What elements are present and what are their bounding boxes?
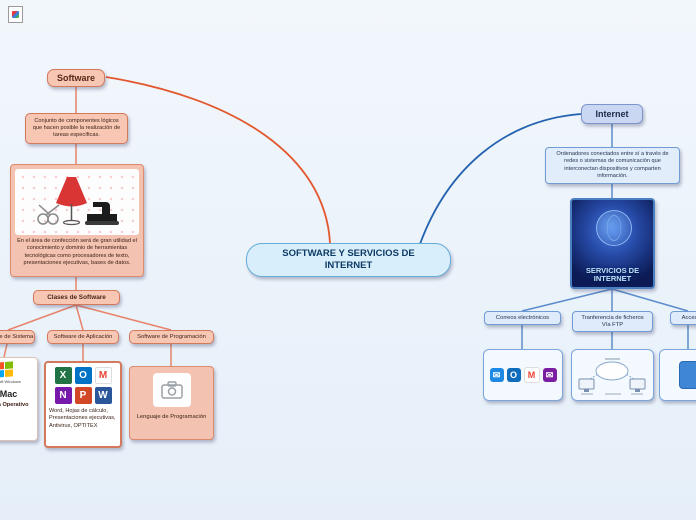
node-software-definition[interactable]: Conjunto de componentes lógicos que hace…	[25, 113, 128, 144]
connector-servicios-correos	[521, 288, 613, 312]
mail-app-icon: ✉	[489, 368, 504, 382]
internet-label: Internet	[595, 109, 629, 119]
node-acceso-image[interactable]	[659, 349, 696, 401]
connector-center-software	[105, 76, 331, 244]
sewing-illustration	[15, 169, 139, 235]
node-software-image[interactable]: En el área de confección será de gran ut…	[10, 164, 144, 277]
software-note-text: En el área de confección será de gran ut…	[17, 238, 137, 266]
office-icons-grid: X O M N P W	[54, 367, 112, 404]
mac-label: Mac	[0, 389, 18, 399]
connector-center-internet	[419, 113, 582, 245]
camera-frame	[152, 373, 191, 407]
ftp-label: Tranferencia de ficheros Vía FTP	[581, 314, 644, 328]
node-software-aplicacion[interactable]: Software de Aplicación	[47, 330, 119, 344]
node-software-programacion[interactable]: Software de Programación	[129, 330, 214, 344]
connector-clases-aplicacion	[75, 304, 84, 331]
sewing-machine-dress-icon	[37, 177, 119, 226]
onenote-icon: N	[54, 387, 72, 404]
outlook-icon: O	[74, 367, 92, 384]
gmail-icon: M	[94, 367, 112, 384]
acceso-label: Acceso remoto	[681, 314, 696, 321]
node-transferencia-ftp[interactable]: Tranferencia de ficheros Vía FTP	[572, 311, 653, 332]
node-software-sistema[interactable]: Software de Sistema	[0, 330, 35, 344]
aplicacion-caption: Word, Hojas de cálculo, Presentaciones e…	[49, 408, 116, 429]
sistema-operativo-caption: Sistema Operativo	[0, 402, 29, 408]
camera-icon	[160, 381, 183, 399]
node-software[interactable]: Software	[47, 69, 105, 87]
class-programacion-label: Software de Programación	[137, 334, 206, 340]
connector-clases-programacion	[75, 304, 172, 331]
node-programacion-image[interactable]: Lenguaje de Programación	[129, 366, 214, 440]
purple-mail-icon: ✉	[542, 368, 557, 382]
remote-device-icon	[679, 361, 696, 389]
node-sistema-operativo-image[interactable]: Microsoft Windows Mac Sistema Operativo	[0, 357, 38, 441]
node-correos-electronicos[interactable]: Correos electrónicos	[484, 311, 561, 325]
node-center-title[interactable]: SOFTWARE Y SERVICIOS DE INTERNET	[246, 243, 451, 277]
center-title-text: SOFTWARE Y SERVICIOS DE INTERNET	[282, 248, 415, 271]
class-sistema-label: Software de Sistema	[0, 334, 34, 340]
powerpoint-icon: P	[74, 387, 92, 404]
servicios-caption: SERVICIOS DE INTERNET	[585, 265, 640, 283]
class-aplicacion-label: Software de Aplicación	[53, 334, 113, 340]
connector-sistema-os	[3, 343, 8, 358]
node-aplicacion-image[interactable]: X O M N P W Word, Hojas de cálculo, Pres…	[44, 361, 122, 448]
node-clases-de-software[interactable]: Clases de Software	[33, 290, 120, 305]
software-label: Software	[56, 73, 95, 83]
outlook-mail-icon: O	[506, 368, 521, 382]
node-internet-definition[interactable]: Ordenadores conectados entre sí a través…	[545, 147, 680, 184]
gmail-mail-icon: M	[523, 367, 540, 383]
connector-clases-sistema	[7, 304, 77, 331]
node-correos-image[interactable]: ✉ O M ✉	[483, 349, 563, 401]
excel-icon: X	[54, 367, 72, 384]
ftp-diagram-icon	[578, 358, 646, 395]
word-icon: W	[94, 387, 112, 404]
placeholder-image-icon	[8, 6, 23, 23]
node-ftp-image[interactable]	[571, 349, 654, 401]
network-globe-icon	[596, 210, 632, 246]
connector-servicios-acceso	[611, 288, 689, 312]
windows-label: Microsoft Windows	[0, 379, 21, 384]
node-servicios-internet-image[interactable]: SERVICIOS DE INTERNET	[570, 198, 655, 289]
correos-label: Correos electrónicos	[495, 314, 550, 321]
internet-definition-text: Ordenadores conectados entre sí a través…	[556, 150, 669, 179]
programacion-caption: Lenguaje de Programación	[136, 414, 207, 420]
node-internet[interactable]: Internet	[581, 104, 643, 124]
clases-label: Clases de Software	[47, 294, 106, 301]
node-acceso-remoto[interactable]: Acceso remoto	[670, 311, 696, 325]
windows-logo-icon	[0, 361, 13, 378]
software-definition-text: Conjunto de componentes lógicos que hace…	[32, 118, 121, 138]
